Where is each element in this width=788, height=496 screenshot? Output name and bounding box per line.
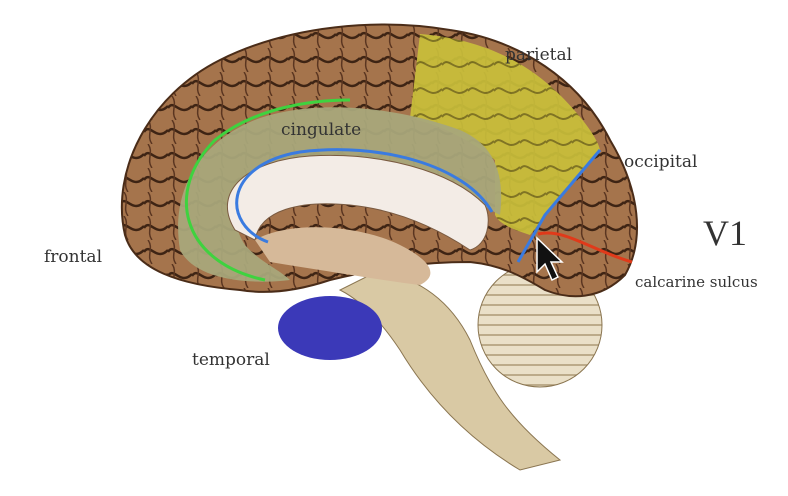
cingulate-region xyxy=(178,107,502,282)
label-temporal: temporal xyxy=(192,350,270,370)
callosal-sulcus-line xyxy=(235,148,494,244)
label-frontal: frontal xyxy=(44,247,103,267)
corpus-callosum xyxy=(227,154,489,251)
mouse-cursor-icon xyxy=(536,236,564,282)
temporal-lobe-region xyxy=(278,296,382,360)
label-occipital: occipital xyxy=(624,152,698,172)
label-parietal: parietal xyxy=(505,45,573,65)
label-cingulate: cingulate xyxy=(281,120,362,140)
calcarine-sulcus-line xyxy=(537,231,633,264)
label-calcarine-sulcus: calcarine sulcus xyxy=(635,273,758,291)
brainstem xyxy=(338,269,562,471)
parieto-occipital-sulcus-line xyxy=(516,149,602,263)
thalamus xyxy=(255,227,431,285)
cingulate-outer-boundary-line xyxy=(184,98,351,282)
label-v1: V1 xyxy=(703,213,747,253)
parietal-region xyxy=(410,34,600,235)
